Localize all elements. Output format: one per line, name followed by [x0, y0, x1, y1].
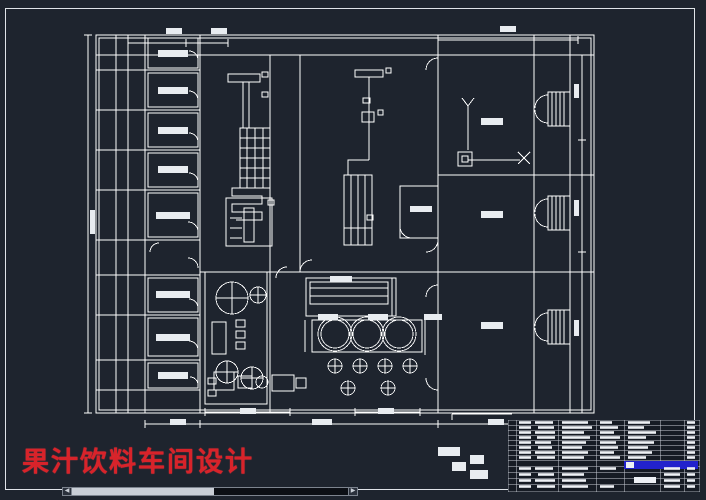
dimension-text	[240, 408, 256, 414]
dimension-text	[424, 314, 442, 320]
dimension-text	[574, 200, 579, 216]
title-block-table[interactable]	[508, 420, 700, 492]
dimension-text	[318, 314, 338, 320]
room-tag	[158, 372, 188, 379]
room-tag	[158, 87, 188, 94]
title-block-selected-row	[624, 461, 698, 469]
room-tag	[156, 212, 190, 219]
dimension-text	[330, 276, 352, 282]
room-tag	[156, 334, 190, 341]
dimension-text	[170, 419, 186, 425]
dimension-text	[312, 419, 332, 425]
room-tag	[410, 206, 432, 212]
dimension-text	[368, 314, 388, 320]
scrollbar-thumb[interactable]	[64, 488, 214, 495]
dimension-text	[574, 320, 579, 336]
scroll-left-icon[interactable]: ◀	[62, 487, 72, 496]
equipment-tag	[470, 470, 488, 479]
drawing-title: 果汁饮料车间设计	[22, 447, 254, 478]
room-tag	[481, 118, 503, 125]
room-tag	[158, 50, 188, 57]
room-tag	[481, 211, 503, 218]
scroll-right-icon[interactable]: ▶	[348, 487, 358, 496]
dimension-text	[488, 419, 504, 425]
equipment-tag	[470, 455, 484, 464]
room-tag	[156, 291, 190, 298]
dimension-text	[166, 28, 182, 34]
dimension-text	[211, 28, 227, 34]
dimension-text	[500, 26, 516, 32]
room-tag	[481, 322, 503, 329]
dimension-text	[574, 84, 579, 98]
room-tag	[158, 166, 188, 173]
dimension-text	[90, 210, 95, 234]
equipment-tag	[452, 462, 466, 471]
dimension-text	[378, 408, 394, 414]
room-tag	[158, 127, 188, 134]
equipment-tag	[438, 447, 460, 456]
